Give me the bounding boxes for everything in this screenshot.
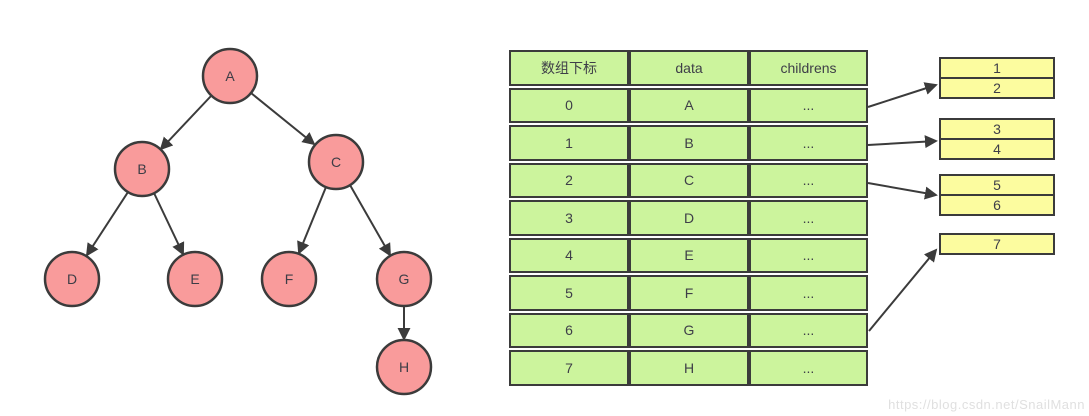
header-childrens: childrens [749,50,868,86]
cell-childrens: ... [749,200,868,236]
node-circle-h [375,338,433,396]
child-index-cell: 6 [939,194,1055,216]
arrow-row6-to-box7 [868,248,938,332]
node-label-f: F [285,271,294,287]
cell-data: B [629,125,749,161]
child-index-cell: 3 [939,118,1055,140]
node-label-d: D [67,271,77,287]
child-index-cell: 2 [939,77,1055,99]
cell-childrens: ... [749,275,868,311]
cell-childrens: ... [749,162,868,198]
tree-node-h: H [375,338,433,396]
cell-data: E [629,237,749,273]
node-label-a: A [225,68,235,84]
table-row: 5 F ... [509,275,868,311]
table-row: 7 H ... [509,350,868,386]
cell-data: C [629,162,749,198]
cell-childrens: ... [749,125,868,161]
arrow-row0-to-box12 [867,82,938,108]
table-row: 3 D ... [509,200,868,236]
edge-c-g [349,184,391,257]
node-circle-c [307,133,365,191]
node-label-e: E [190,271,199,287]
edge-c-f [297,186,327,255]
cell-childrens: ... [749,237,868,273]
cell-index: 1 [509,125,629,161]
node-circle-a [201,47,259,105]
cell-data: H [629,350,749,386]
tree-edges [85,92,411,341]
table-row: 0 A ... [509,87,868,123]
cell-data: D [629,200,749,236]
cell-childrens: ... [749,350,868,386]
table-row: 4 E ... [509,237,868,273]
node-circle-f [260,250,318,308]
cell-index: 2 [509,162,629,198]
tree-node-e: E [166,250,224,308]
edge-a-b [159,95,212,151]
cell-data: A [629,87,749,123]
cell-childrens: ... [749,312,868,348]
table-row: 1 B ... [509,125,868,161]
cell-index: 0 [509,87,629,123]
tree-node-c: C [307,133,365,191]
edge-b-d [85,191,129,257]
edge-b-e [153,192,185,256]
array-table: 数组下标 data childrens 0 A ... 1 B ... 2 C … [509,50,868,388]
tree-node-d: D [43,250,101,308]
node-label-h: H [399,359,409,375]
child-index-cell: 5 [939,174,1055,196]
tree-node-b: B [113,140,171,198]
children-box-g: 7 [939,233,1055,255]
tree-nodes: A B C D E F G [43,47,433,396]
arrow-row1-to-box34 [867,135,938,149]
watermark-text: https://blog.csdn.net/SnailMann [888,397,1085,412]
node-label-g: G [399,271,410,287]
table-header-row: 数组下标 data childrens [509,50,868,86]
edge-a-c [250,92,316,146]
cell-childrens: ... [749,87,868,123]
node-circle-g [375,250,433,308]
cell-index: 4 [509,237,629,273]
node-circle-d [43,250,101,308]
children-box-a: 1 2 [939,57,1055,99]
table-row: 6 G ... [509,312,868,348]
child-index-cell: 7 [939,233,1055,255]
children-box-c: 5 6 [939,174,1055,216]
arrow-row2-to-box56 [867,182,938,200]
cell-index: 3 [509,200,629,236]
child-index-cell: 1 [939,57,1055,79]
cell-data: F [629,275,749,311]
cell-data: G [629,312,749,348]
header-data: data [629,50,749,86]
node-circle-b [113,140,171,198]
connector-arrows [867,82,938,332]
table-row: 2 C ... [509,162,868,198]
node-label-b: B [137,161,146,177]
node-label-c: C [331,154,341,170]
header-array-index: 数组下标 [509,50,629,86]
tree-node-f: F [260,250,318,308]
child-index-cell: 4 [939,138,1055,160]
node-circle-e [166,250,224,308]
cell-index: 5 [509,275,629,311]
children-box-b: 3 4 [939,118,1055,160]
tree-node-a: A [201,47,259,105]
cell-index: 6 [509,312,629,348]
cell-index: 7 [509,350,629,386]
tree-node-g: G [375,250,433,308]
